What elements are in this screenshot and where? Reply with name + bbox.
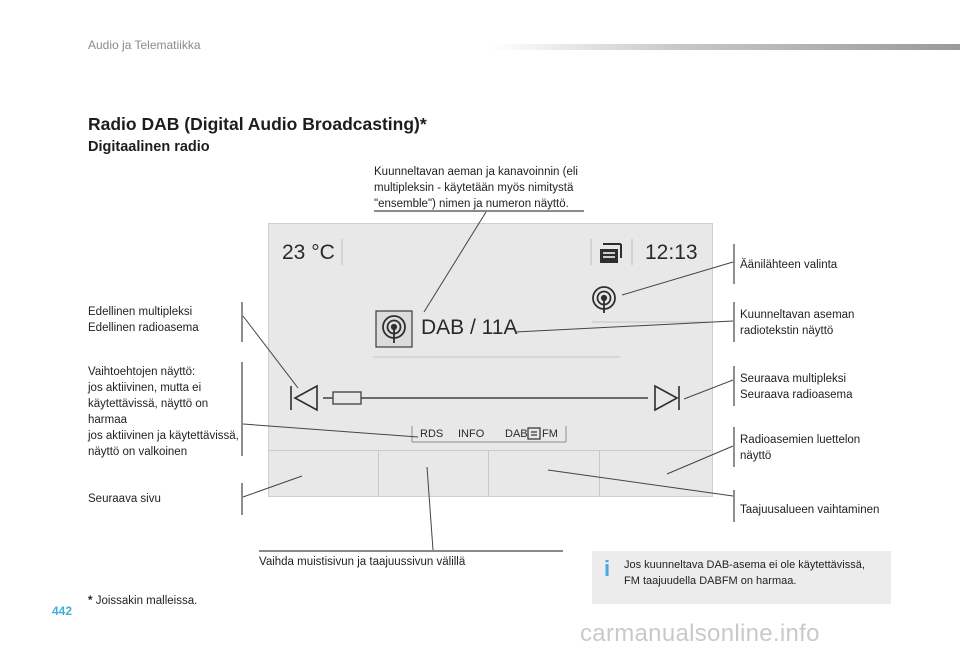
option-fm[interactable]: FM [542, 428, 558, 440]
callout-source-select: Äänilähteen valinta [740, 259, 838, 271]
tab-1[interactable] [268, 450, 379, 496]
tab-3[interactable] [488, 450, 600, 496]
radio-antenna-icon[interactable] [592, 286, 616, 313]
option-rds[interactable]: RDS [420, 428, 444, 440]
tab-4[interactable] [599, 450, 711, 496]
callout-radiotext: Kuunneltavan aseman radiotekstin näyttö [740, 309, 855, 337]
leader-lines [242, 211, 734, 551]
callout-memory-frequency: Vaihda muistisivun ja taajuussivun välil… [259, 556, 466, 568]
callout-next: Seuraava multipleksi Seuraava radioasema [740, 373, 853, 401]
radio-screen [268, 223, 713, 497]
bottom-tab-row [268, 450, 711, 496]
option-dab[interactable]: DAB [505, 428, 528, 440]
station-name-display: DAB / 11A [421, 316, 518, 339]
seek-handle[interactable] [332, 391, 362, 405]
tab-2[interactable] [378, 450, 489, 496]
clock-display: 12:13 [645, 241, 698, 264]
section-header: Audio ja Telematiikka [88, 38, 201, 52]
callout-band-change: Taajuusalueen vaihtaminen [740, 504, 880, 516]
page-subtitle: Digitaalinen radio [88, 139, 210, 155]
temperature-display: 23 °C [282, 241, 335, 264]
header-gradient-bar [490, 44, 960, 50]
page-title: Radio DAB (Digital Audio Broadcasting)* [88, 114, 427, 134]
radio-antenna-icon [375, 310, 413, 348]
page-number: 442 [52, 604, 73, 618]
info-icon: i [603, 556, 611, 581]
callout-multiplex-name: Kuunneltavan aeman ja kanavoinnin (eli m… [374, 166, 578, 210]
callout-brackets [241, 210, 735, 552]
stack-menu-icon[interactable] [600, 243, 622, 263]
callout-options-display: Vaihtoehtojen näyttö: jos aktiivinen, mu… [88, 366, 239, 458]
toggle-icon[interactable] [527, 427, 541, 440]
footnote: * Joissakin malleissa. [88, 595, 198, 607]
info-text: Jos kuunneltava DAB-asema ei ole käytett… [624, 559, 865, 587]
skip-next-icon[interactable] [654, 384, 680, 412]
info-box [592, 551, 891, 604]
callout-next-page: Seuraava sivu [88, 493, 161, 505]
option-info[interactable]: INFO [458, 428, 485, 440]
watermark: carmanualsonline.info [580, 620, 820, 647]
skip-previous-icon[interactable] [290, 384, 318, 412]
callout-station-list: Radioasemien luettelon näyttö [740, 434, 861, 462]
callout-previous: Edellinen multipleksi Edellinen radioase… [88, 306, 199, 334]
